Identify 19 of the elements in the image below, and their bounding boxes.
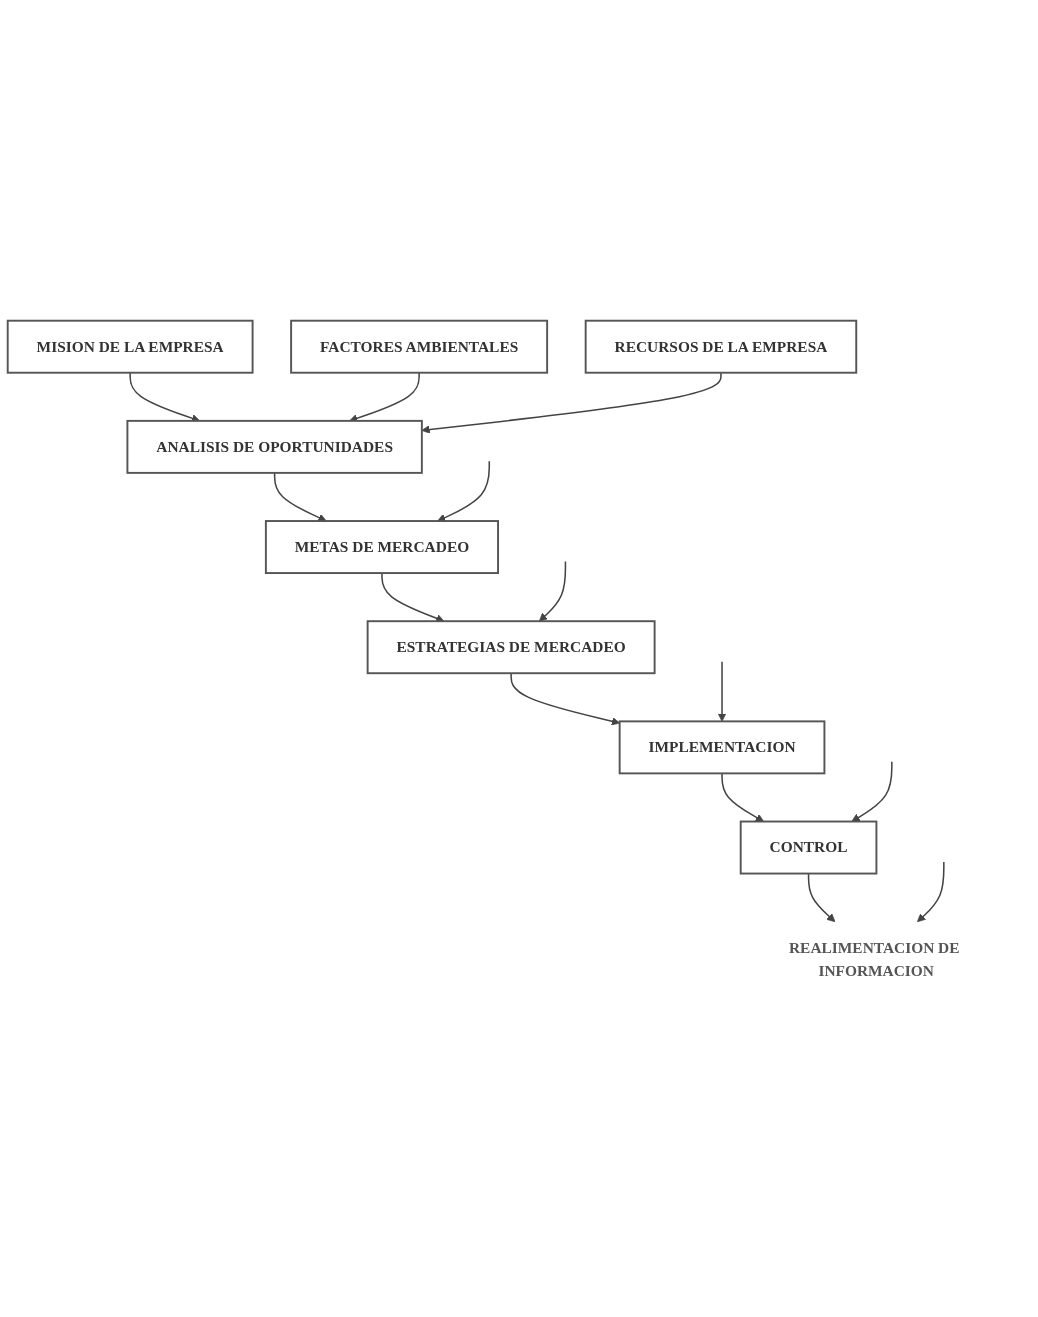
arrow: [437, 460, 491, 522]
node-box: RECURSOS DE LA EMPRESA: [584, 319, 858, 374]
arrow: [917, 860, 945, 922]
arrow: [807, 872, 836, 922]
arrow: [717, 660, 727, 722]
arrow: [721, 772, 764, 822]
arrow: [421, 371, 722, 434]
arrow: [538, 560, 567, 622]
node-box: CONTROL: [739, 820, 878, 875]
node-box: IMPLEMENTACION: [618, 720, 826, 775]
node-box: MISION DE LA EMPRESA: [6, 319, 254, 374]
node-box: FACTORES AMBIENTALES: [290, 319, 549, 374]
arrow: [851, 760, 893, 822]
node-text: REALIMENTACION DE INFORMACION: [789, 938, 960, 979]
arrow: [273, 471, 327, 522]
arrow: [510, 672, 621, 726]
node-box: ESTRATEGIAS DE MERCADEO: [366, 619, 656, 674]
node-box: ANALISIS DE OPORTUNIDADES: [126, 419, 423, 474]
node-box: METAS DE MERCADEO: [264, 519, 499, 574]
